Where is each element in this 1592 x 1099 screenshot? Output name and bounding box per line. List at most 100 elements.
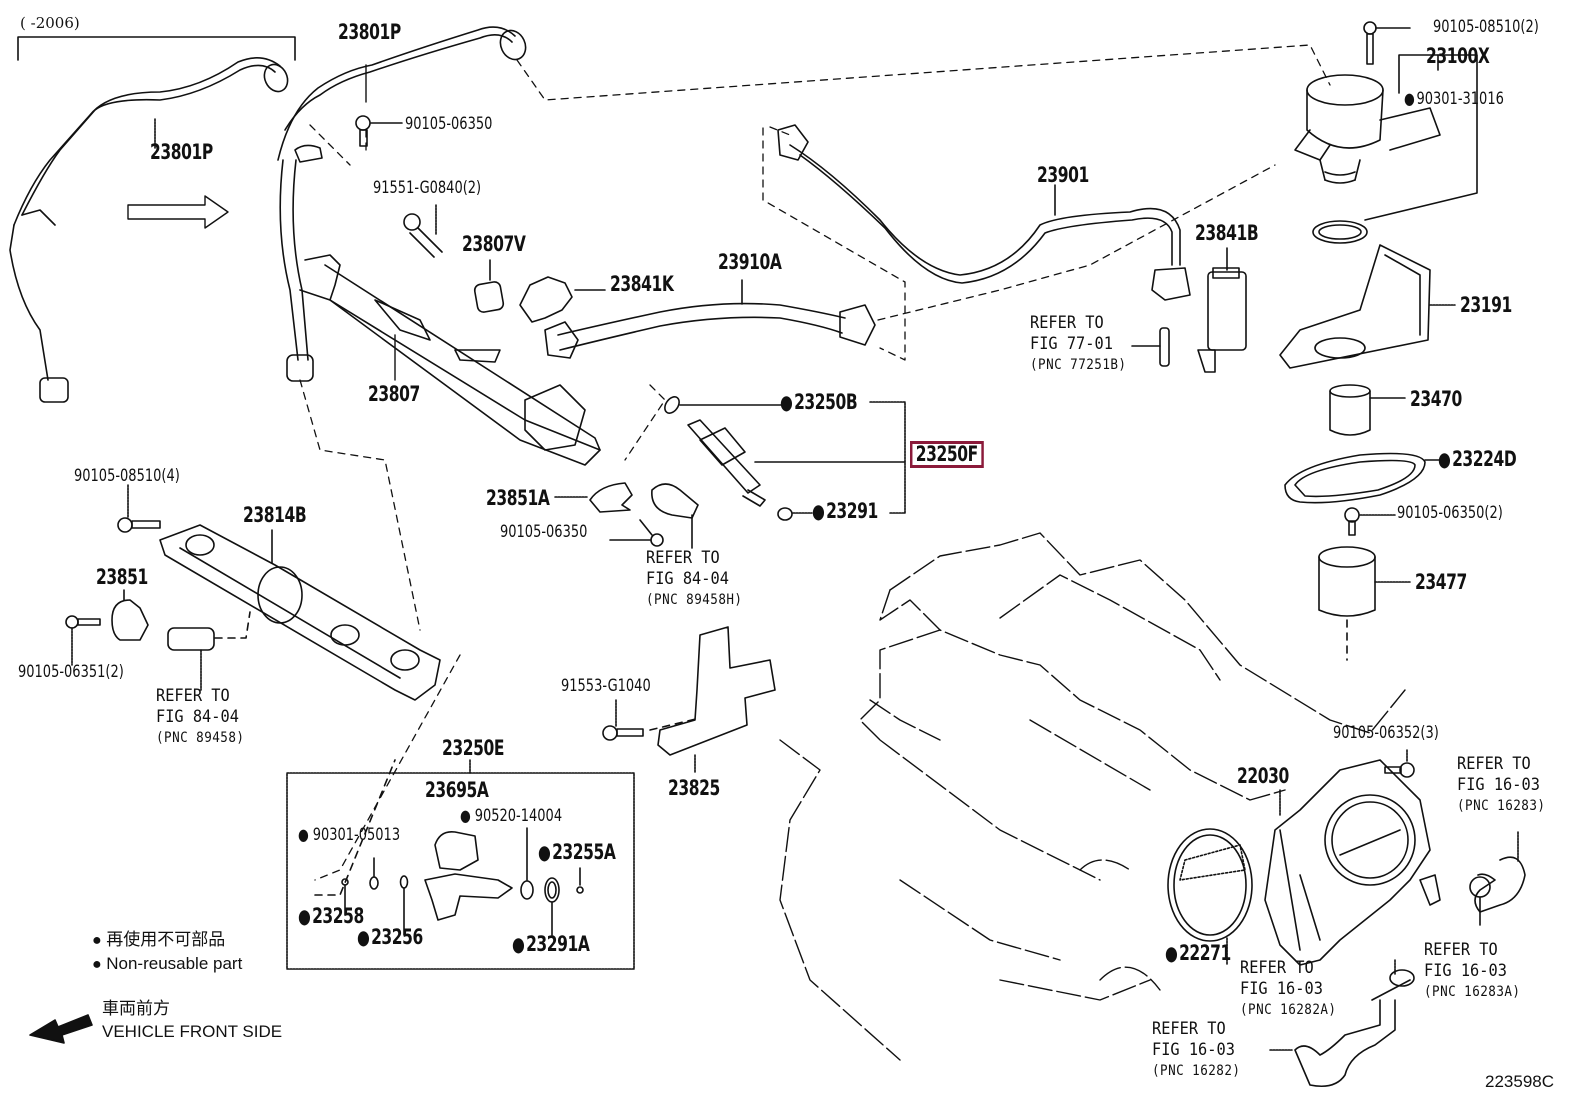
part-label-23291[interactable]: 23291: [812, 501, 878, 522]
refer-fig: FIG 16-03: [1240, 979, 1323, 999]
refer-fig-84-04-h[interactable]: REFER TO FIG 84-04 (PNC 89458H): [646, 548, 742, 611]
part-label-23695a[interactable]: 23695A: [425, 778, 489, 802]
refer-fig: FIG 84-04: [156, 707, 239, 727]
refer-fig: FIG 16-03: [1152, 1040, 1235, 1060]
figure-code: 223598C: [1485, 1072, 1555, 1091]
part-label-90105-06350-mid[interactable]: 90105-06350: [500, 522, 588, 542]
refer-pnc: (PNC 16282): [1152, 1063, 1241, 1079]
refer-line: REFER TO: [1240, 958, 1314, 978]
part-label-23851a[interactable]: 23851A: [486, 486, 550, 510]
part-label-91551-g0840[interactable]: 91551-G0840(2): [373, 178, 482, 198]
part-label-23851[interactable]: 23851: [96, 565, 148, 589]
year-bracket: [17, 36, 296, 61]
clip-23841k: [519, 276, 606, 323]
part-label-23250e[interactable]: 23250E: [442, 736, 505, 760]
valve-23841b: [1131, 247, 1247, 373]
injector-kit-box-23250e: [286, 759, 635, 970]
bracket-23191: [1279, 244, 1456, 369]
damper-23851: [65, 589, 149, 666]
part-label-23841k[interactable]: 23841K: [610, 272, 674, 296]
legend-front-en: VEHICLE FRONT SIDE: [102, 1022, 283, 1041]
part-label-90105-06352[interactable]: 90105-06352(3): [1333, 723, 1439, 743]
bolt-91553-g1040: [602, 699, 644, 741]
refer-fig-16-03-16283a[interactable]: REFER TO FIG 16-03 (PNC 16283A): [1424, 940, 1520, 1003]
dashed-leaders-23901: [762, 126, 1276, 361]
fuel-pipe-23801p-old: [9, 57, 289, 403]
delivery-pipe-23814b: [117, 484, 441, 701]
part-label-90105-06350-top[interactable]: 90105-06350: [405, 114, 493, 134]
front-arrow-icon: [29, 1014, 93, 1044]
refer-fig: FIG 16-03: [1424, 961, 1507, 981]
bracket-23851a: [554, 482, 633, 513]
part-label-23801p-old[interactable]: 23801P: [150, 140, 213, 164]
gasket-23224d: [1284, 452, 1441, 504]
clamp-16283A: [1469, 876, 1491, 926]
part-label-22271[interactable]: 22271: [1165, 943, 1231, 964]
refer-pnc: (PNC 89458H): [646, 592, 743, 608]
refer-fig-16-03-16283[interactable]: REFER TO FIG 16-03 (PNC 16283): [1457, 754, 1545, 817]
engine-outline: [779, 532, 1406, 1061]
bolt-90105-06350-mid: [609, 519, 664, 547]
refer-line: REFER TO: [1152, 1019, 1226, 1039]
throttle-body-22030: [1264, 749, 1441, 966]
refer-fig-16-03-16282a[interactable]: REFER TO FIG 16-03 (PNC 16282A): [1240, 958, 1336, 1021]
part-label-23258[interactable]: 23258: [298, 906, 364, 927]
refer-pnc: (PNC 16282A): [1240, 1002, 1337, 1018]
part-label-23807v[interactable]: 23807V: [462, 232, 526, 256]
legend-front-jp: 車両前方: [102, 999, 170, 1018]
part-label-23250f-highlighted[interactable]: 23250F: [910, 441, 984, 468]
part-label-23825[interactable]: 23825: [668, 776, 720, 800]
part-label-23256[interactable]: 23256: [357, 927, 423, 948]
part-label-23291a[interactable]: 23291A: [512, 934, 590, 955]
bracket-23825: [649, 626, 776, 773]
refer-fig-77-01[interactable]: REFER TO FIG 77-01 (PNC 77251B): [1030, 313, 1126, 376]
part-label-90301-31016[interactable]: 90301-31016: [1404, 91, 1503, 108]
part-label-23910a[interactable]: 23910A: [718, 250, 782, 274]
refer-pnc: (PNC 89458): [156, 730, 245, 746]
part-label-90301-05013[interactable]: 90301-05013: [298, 827, 400, 844]
hose-16282: [1269, 999, 1396, 1088]
collar-23807v: [473, 259, 505, 313]
part-label-90105-08510-2[interactable]: 90105-08510(2): [1433, 17, 1539, 37]
direction-arrow: [127, 195, 229, 229]
part-label-23841b[interactable]: 23841B: [1195, 221, 1259, 245]
legend-non-reusable-en: Non-reusable part: [92, 952, 242, 976]
part-label-90105-08510-4[interactable]: 90105-08510(4): [74, 466, 180, 486]
refer-fig-84-04[interactable]: REFER TO FIG 84-04 (PNC 89458): [156, 686, 244, 749]
part-label-23901[interactable]: 23901: [1037, 163, 1089, 187]
part-label-23477[interactable]: 23477: [1415, 570, 1467, 594]
part-label-90105-06351[interactable]: 90105-06351(2): [18, 662, 124, 682]
legend-non-reusable: 再使用不可部品 Non-reusable part: [92, 928, 242, 976]
bolt-91551-g0840: [403, 204, 443, 258]
part-label-90520-14004[interactable]: 90520-14004: [460, 808, 562, 825]
fuel-pump-23100x: [1294, 21, 1478, 244]
refer-line: REFER TO: [646, 548, 720, 568]
refer-line: REFER TO: [1457, 754, 1531, 774]
housing-23477: [1318, 546, 1411, 661]
refer-fig: FIG 16-03: [1457, 775, 1540, 795]
part-label-23470[interactable]: 23470: [1410, 387, 1462, 411]
part-label-23250b[interactable]: 23250B: [780, 392, 858, 413]
part-label-23224d[interactable]: 23224D: [1438, 449, 1517, 470]
cap-16282A: [1371, 959, 1415, 1001]
part-label-22030[interactable]: 22030: [1237, 764, 1289, 788]
hose-16283: [1474, 831, 1526, 913]
injector-23250f: [664, 396, 906, 521]
sensor-89458h: [651, 483, 699, 549]
hose-23910a: [544, 279, 876, 359]
sensor-89458: [167, 611, 251, 691]
part-label-23801p[interactable]: 23801P: [338, 20, 401, 44]
part-label-23191[interactable]: 23191: [1460, 293, 1512, 317]
refer-pnc: (PNC 77251B): [1030, 357, 1127, 373]
part-label-23255a[interactable]: 23255A: [538, 842, 616, 863]
bolt-90105-06350-right: [1344, 507, 1396, 536]
part-label-90105-06350-2[interactable]: 90105-06350(2): [1397, 503, 1503, 523]
part-label-23814b[interactable]: 23814B: [243, 503, 307, 527]
lifter-23470: [1329, 384, 1406, 436]
part-label-23100x[interactable]: 23100X: [1426, 44, 1490, 68]
part-label-23807[interactable]: 23807: [368, 382, 420, 406]
refer-fig-16-03-16282[interactable]: REFER TO FIG 16-03 (PNC 16282): [1152, 1019, 1240, 1082]
refer-line: REFER TO: [1030, 313, 1104, 333]
part-label-91553-g1040[interactable]: 91553-G1040: [561, 676, 651, 696]
refer-fig: FIG 84-04: [646, 569, 729, 589]
